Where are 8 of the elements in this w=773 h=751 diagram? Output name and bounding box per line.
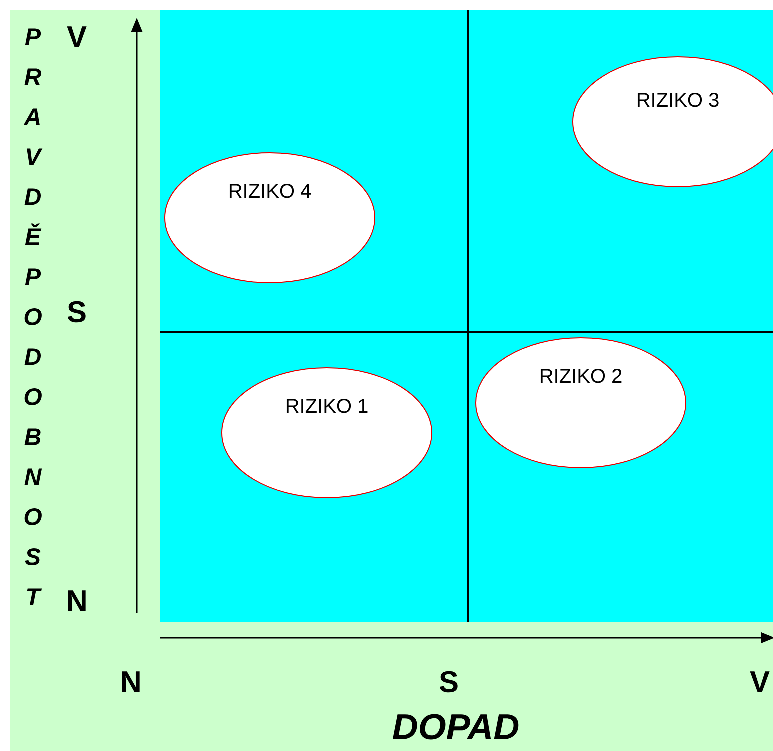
tick-label: N bbox=[68, 590, 86, 612]
tick-label: S bbox=[440, 671, 458, 693]
axis-title: DOPAD bbox=[392, 714, 519, 740]
tick-label: S bbox=[68, 301, 86, 323]
tick-label: V bbox=[67, 26, 87, 48]
axis-title: PRAVDĚPODOBNOST bbox=[24, 28, 43, 606]
tick-label: N bbox=[122, 672, 140, 692]
tick-label: V bbox=[750, 672, 770, 692]
